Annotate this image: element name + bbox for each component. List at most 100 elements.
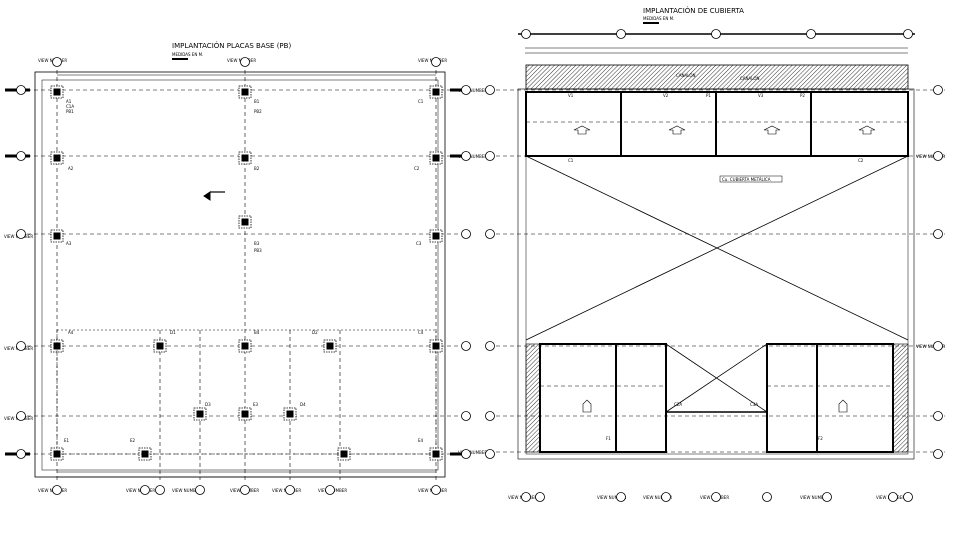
label-b4: B4	[254, 330, 260, 335]
bay-arrow-4-icon	[858, 125, 876, 135]
base-plates	[50, 85, 443, 461]
base-plate-core-10	[156, 342, 164, 350]
label-d1: D1	[170, 330, 176, 335]
axis-bubble-5	[16, 229, 26, 239]
base-plate-1	[238, 85, 252, 99]
base-plate-0	[50, 85, 64, 99]
base-plate-7	[238, 215, 252, 229]
axis-bubble-48	[903, 492, 913, 502]
base-plate-11	[238, 339, 252, 353]
tag-c1a: C1A	[66, 104, 74, 109]
axis-bubble-24	[616, 29, 626, 39]
beam-v3: V3	[758, 93, 764, 98]
right-title-bar	[643, 22, 659, 24]
label-e1: E1	[64, 438, 70, 443]
base-plate-plan: IMPLANTACIÓN PLACAS BASE (PB) MEDIDAS EN…	[4, 41, 470, 493]
axis-bubble-20	[285, 485, 295, 495]
axis-bubble-31	[485, 341, 495, 351]
base-plate-5	[429, 151, 443, 165]
base-plate-core-16	[286, 410, 294, 418]
label-c4: C4	[418, 330, 424, 335]
roof-plan: IMPLANTACIÓN DE CUBIERTA MEDIDAS EN M. C…	[458, 6, 945, 500]
base-plate-2	[429, 85, 443, 99]
label-c2: C2	[414, 166, 420, 171]
base-plate-4	[238, 151, 252, 165]
label-e2: E2	[130, 438, 136, 443]
beam-f2: F2	[818, 436, 823, 441]
axis-bubble-21	[325, 485, 335, 495]
axis-bubble-43	[661, 492, 671, 502]
label-b1: B1	[254, 99, 260, 104]
right-view-label-side-1: VIEW NUMBER	[458, 88, 487, 93]
axis-bubble-13	[461, 411, 471, 421]
top-canopy-label-2: CANALÓN	[740, 76, 759, 81]
right-view-label-bottom-3: VIEW NUMBER	[643, 495, 672, 500]
axis-bubble-19	[240, 485, 250, 495]
left-lower-zone	[56, 329, 437, 455]
top-canopy-label-1: CANALÓN	[676, 73, 695, 78]
tag-pb1: PB1	[66, 109, 74, 114]
axis-bubble-35	[933, 151, 943, 161]
axis-bubble-39	[933, 449, 943, 459]
axis-bubble-28	[485, 85, 495, 95]
base-plate-core-0	[53, 88, 61, 96]
roof-diagonal-2	[525, 155, 909, 341]
axis-bubble-3	[16, 85, 26, 95]
base-plate-16	[283, 407, 297, 421]
label-b3: B3	[254, 241, 260, 246]
axis-bubble-40	[521, 492, 531, 502]
base-plate-core-11	[241, 342, 249, 350]
base-plate-13	[429, 339, 443, 353]
right-axis-markers	[496, 89, 945, 453]
label-c1: C1	[418, 99, 424, 104]
label-a3: A3	[66, 241, 72, 246]
axis-bubble-17	[155, 485, 165, 495]
axis-bubble-15	[52, 485, 62, 495]
north-arrow-icon	[203, 191, 211, 201]
lower-left-bay-block	[539, 343, 667, 453]
base-plate-15	[238, 407, 252, 421]
label-a1: A1	[66, 99, 72, 104]
base-plate-14	[193, 407, 207, 421]
bay-arrow-2-icon	[668, 125, 686, 135]
axis-bubble-42	[616, 492, 626, 502]
axis-bubbles	[16, 29, 943, 502]
label-c3: C3	[416, 241, 422, 246]
base-plate-6	[50, 229, 64, 243]
base-plate-core-1	[241, 88, 249, 96]
axis-bubble-22	[431, 485, 441, 495]
base-plate-10	[153, 339, 167, 353]
base-plate-core-15	[241, 410, 249, 418]
roof-note: Cu. CUBIERTA METÁLICA	[722, 177, 771, 182]
lower-bay-arrow-2-icon	[838, 399, 848, 413]
right-view-label-bottom-2: VIEW NUMBER	[597, 495, 626, 500]
beam-p2: P2	[800, 93, 805, 98]
beam-c3a: C3A	[750, 402, 758, 407]
base-plate-core-12	[326, 342, 334, 350]
base-plate-core-6	[53, 232, 61, 240]
beam-v1: V1	[568, 93, 574, 98]
axis-bubble-33	[485, 449, 495, 459]
base-plate-core-3	[53, 154, 61, 162]
lower-right-bay-block	[766, 343, 894, 453]
axis-bubble-11	[461, 229, 471, 239]
base-plate-core-8	[432, 232, 440, 240]
axis-bubble-14	[461, 449, 471, 459]
left-view-label-bottom-3: VIEW NUMBER	[172, 488, 201, 493]
right-view-label-side-3: VIEW NUMBER	[458, 450, 487, 455]
label-e3: E3	[253, 402, 259, 407]
lower-bay-arrow-1-icon	[582, 399, 592, 413]
left-title-bar	[172, 58, 188, 60]
base-plate-3	[50, 151, 64, 165]
axis-bubble-34	[933, 85, 943, 95]
axis-bubble-6	[16, 341, 26, 351]
left-inner-frame	[41, 79, 439, 471]
left-axis-markers	[5, 88, 470, 456]
axis-bubble-0	[52, 57, 62, 67]
axis-bubble-30	[485, 229, 495, 239]
label-d4: D4	[300, 402, 306, 407]
axis-bubble-27	[903, 29, 913, 39]
axis-bubble-10	[461, 151, 471, 161]
beam-f1: F1	[606, 436, 611, 441]
